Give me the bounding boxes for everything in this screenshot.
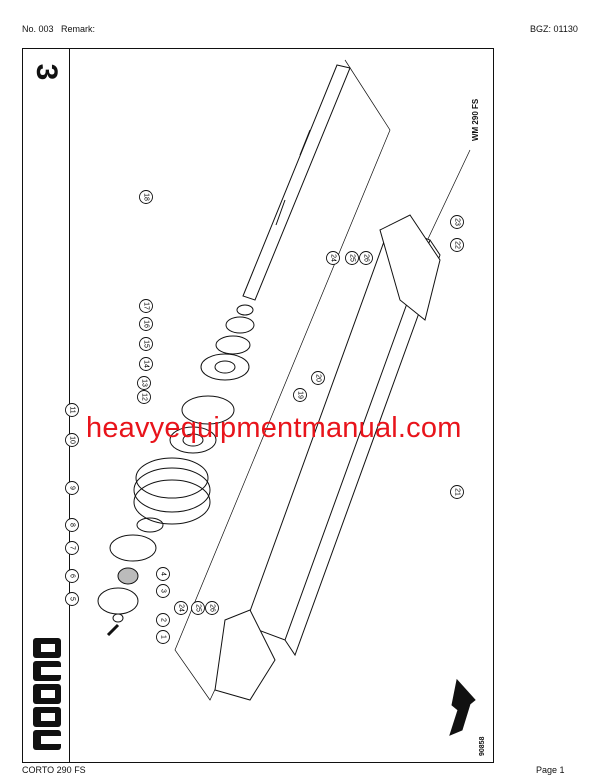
callout-label: 12 [141,393,148,401]
callout-circle [65,403,79,417]
callout-11: 11 [65,403,79,417]
callout-label: 11 [69,406,76,413]
callout-circle [174,601,188,615]
callout-circle [139,190,153,204]
callout-label: 8 [69,523,76,527]
callout-14: 14 [139,357,153,371]
callout-21: 21 [450,485,464,499]
callout-16: 16 [139,317,153,331]
page-number: Page 1 [536,765,565,775]
callout-3: 3 [156,584,170,598]
callout-4: 4 [156,567,170,581]
callout-label: 22 [454,241,461,249]
callout-1: 1 [156,630,170,644]
callout-circle [156,630,170,644]
callout-label: 2 [160,618,167,622]
callout-label: 20 [315,374,322,382]
callout-circle [311,371,325,385]
callout-circle [293,388,307,402]
callout-19: 19 [293,388,307,402]
claas-logo [33,638,61,750]
callout-25: 25 [345,251,359,265]
bgz-code: BGZ: 01130 [530,24,578,34]
callout-circle [65,592,79,606]
callout-24: 24 [326,251,340,265]
callout-label: 26 [363,254,370,262]
callout-label: 1 [160,635,167,639]
callout-circle [139,337,153,351]
sheet-number: No. 003 [22,24,54,34]
callout-20: 20 [311,371,325,385]
callout-13: 13 [137,376,151,390]
callout-circle [65,541,79,555]
callout-22: 22 [450,238,464,252]
callout-2: 2 [156,613,170,627]
callout-25: 25 [191,601,205,615]
callout-label: 10 [69,436,76,444]
callout-circle [345,251,359,265]
callout-circle [359,251,373,265]
callout-circle [139,357,153,371]
callout-24: 24 [174,601,188,615]
callout-label: 4 [160,572,167,576]
callout-circle [139,299,153,313]
callout-15: 15 [139,337,153,351]
callout-label: 15 [143,340,150,348]
header-left: No. 003 Remark: [22,24,95,34]
callout-circle [156,613,170,627]
callout-label: 6 [69,574,76,578]
callout-label: 14 [143,360,150,368]
callout-6: 6 [65,569,79,583]
callout-label: 24 [178,604,185,612]
callout-5: 5 [65,592,79,606]
callout-26: 26 [359,251,373,265]
callout-circle [191,601,205,615]
callout-circle [139,317,153,331]
callout-8: 8 [65,518,79,532]
callout-label: 5 [69,597,76,601]
callout-circle [450,238,464,252]
callout-circle [65,433,79,447]
callout-circle [65,518,79,532]
remark-label: Remark: [61,24,96,34]
callout-label: 3 [160,589,167,593]
footer-model: CORTO 290 FS [22,765,86,775]
callout-label: 25 [195,604,202,612]
watermark: heavyequipmentmanual.com [86,412,462,444]
callout-circle [65,481,79,495]
callout-circle [450,485,464,499]
callout-10: 10 [65,433,79,447]
callout-label: 19 [297,391,304,399]
callout-23: 23 [450,215,464,229]
callout-circle [65,569,79,583]
callout-9: 9 [65,481,79,495]
callout-circle [156,567,170,581]
callout-circle [137,390,151,404]
callout-label: 7 [69,546,76,550]
callout-label: 9 [69,486,76,490]
callout-circle [205,601,219,615]
callout-26: 26 [205,601,219,615]
callout-circle [326,251,340,265]
callout-label: 16 [143,320,150,328]
callout-circle [156,584,170,598]
callout-label: 17 [143,302,150,310]
callout-circle [137,376,151,390]
callout-label: 26 [209,604,216,612]
callout-label: 21 [454,488,461,496]
callout-label: 13 [141,379,148,387]
callout-label: 23 [454,218,461,226]
callout-label: 25 [349,254,356,262]
callout-18: 18 [139,190,153,204]
callout-circle [450,215,464,229]
callout-label: 18 [143,193,150,201]
callout-7: 7 [65,541,79,555]
callout-12: 12 [137,390,151,404]
callout-17: 17 [139,299,153,313]
callout-label: 24 [330,254,337,262]
